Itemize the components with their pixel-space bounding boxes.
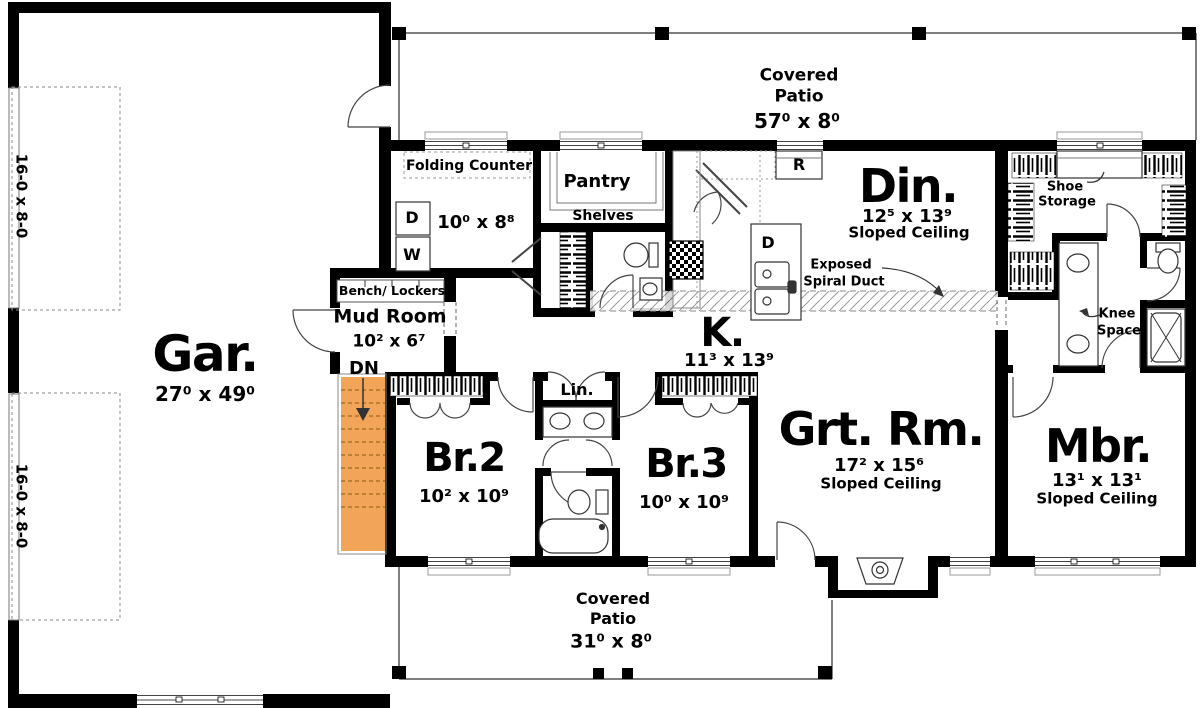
washer-label: W bbox=[403, 245, 421, 264]
washer-box bbox=[395, 236, 431, 272]
shoe-storage-bench bbox=[1056, 150, 1143, 179]
duct-label-2: Spiral Duct bbox=[803, 274, 885, 290]
mud-room-label: Mud Room bbox=[333, 305, 447, 328]
kitchen-sink bbox=[754, 261, 790, 288]
garage-doors bbox=[8, 86, 121, 621]
duct-arrow bbox=[881, 267, 942, 294]
bedroom2-label: Br.2 bbox=[423, 435, 506, 481]
master-bedroom-label: Mbr. bbox=[1044, 419, 1153, 473]
folding-counter-label: Folding Counter bbox=[405, 158, 533, 174]
dining-ceiling-label: Sloped Ceiling bbox=[848, 223, 970, 242]
bedroom2-dims: 10² x 10⁹ bbox=[418, 486, 510, 507]
garage-door-size-label: 16-0 x 8-0 bbox=[12, 463, 31, 549]
bench-lockers-label: Bench/ Lockers bbox=[338, 282, 446, 298]
dining-dims: 12⁵ x 13⁹ bbox=[861, 206, 953, 227]
shelves-label: Shelves bbox=[572, 208, 634, 224]
fixtures bbox=[336, 150, 1186, 585]
half-bath-toilet bbox=[623, 242, 649, 268]
laundry-dims: 10⁰ x 8⁸ bbox=[437, 212, 515, 233]
shoe-storage-arrow bbox=[1086, 171, 1105, 183]
dining-label: Din. bbox=[858, 159, 959, 213]
range-label: R bbox=[792, 155, 806, 174]
dryer-box bbox=[395, 201, 431, 236]
master-bedroom-ceiling-label: Sloped Ceiling bbox=[1036, 489, 1158, 508]
shoe-storage-label-2: Storage bbox=[1038, 194, 1096, 210]
duct-label-1: Exposed bbox=[810, 257, 872, 273]
refrigerator-box bbox=[775, 150, 823, 180]
range-cooktop bbox=[668, 240, 704, 280]
closet-rods bbox=[389, 152, 1187, 397]
patio-bottom-dims: 31⁰ x 8⁰ bbox=[570, 630, 652, 653]
dishwasher-label: D bbox=[761, 233, 775, 252]
folding-counter-outline bbox=[403, 151, 531, 179]
hall-bath-toilet bbox=[567, 489, 591, 515]
bathtub bbox=[538, 518, 609, 554]
fireplace bbox=[856, 557, 904, 585]
knee-space-label-2: Space bbox=[1097, 323, 1141, 339]
master-toilet bbox=[1157, 248, 1179, 274]
stair-down-arrow-icon bbox=[356, 408, 370, 421]
patio-outlines bbox=[398, 32, 1197, 680]
pantry-label: Pantry bbox=[563, 171, 631, 192]
walls bbox=[8, 2, 1196, 708]
bedroom3-label: Br.3 bbox=[645, 441, 728, 487]
kitchen-dims: 11³ x 13⁹ bbox=[683, 350, 775, 371]
bench-lockers-box bbox=[336, 279, 445, 303]
patio-top-dims: 57⁰ x 8⁰ bbox=[753, 109, 841, 133]
knee-space-label-1: Knee bbox=[1098, 306, 1136, 322]
master-bedroom-dims: 13¹ x 13¹ bbox=[1051, 470, 1143, 491]
annotation-arrows bbox=[881, 171, 1105, 318]
patio-top-label-2: Patio bbox=[774, 86, 824, 107]
patio-bottom-label-2: Patio bbox=[589, 609, 637, 628]
bedroom3-dims: 10⁰ x 10⁹ bbox=[638, 492, 730, 513]
stairs-dn-label: DN bbox=[348, 358, 380, 379]
kitchen-label: K. bbox=[700, 310, 745, 356]
knee-space-arrow bbox=[1082, 312, 1101, 318]
shoe-storage-label-1: Shoe bbox=[1046, 179, 1084, 195]
staircase bbox=[337, 373, 387, 555]
garage-label: Gar. bbox=[152, 325, 259, 383]
window-sills bbox=[424, 131, 1161, 576]
mud-room-dims: 10² x 6⁷ bbox=[352, 331, 426, 352]
dryer-label: D bbox=[405, 208, 419, 227]
garage-door-size-label: 16-0 x 8-0 bbox=[12, 153, 31, 239]
windows bbox=[137, 141, 1160, 705]
patio-bottom-label-1: Covered bbox=[575, 589, 651, 608]
great-room-dims: 17² x 15⁶ bbox=[833, 455, 925, 476]
great-room-ceiling-label: Sloped Ceiling bbox=[820, 474, 942, 493]
linen-label: Lin. bbox=[560, 380, 594, 399]
cased-openings bbox=[443, 300, 1007, 336]
patio-posts bbox=[392, 27, 1196, 679]
patio-top-label-1: Covered bbox=[759, 65, 839, 86]
great-room-label: Grt. Rm. bbox=[778, 402, 985, 456]
garage-dims: 27⁰ x 49⁰ bbox=[154, 382, 256, 406]
